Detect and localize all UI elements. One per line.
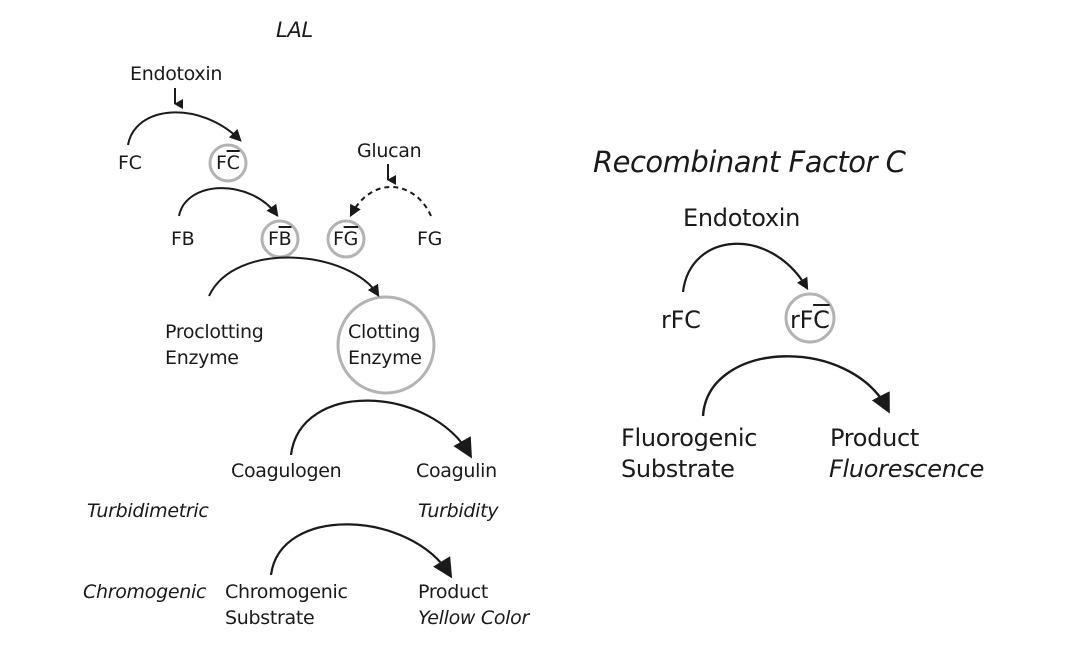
fc-active-label: FC xyxy=(216,151,240,175)
proclotting-line1: Proclotting xyxy=(165,321,264,343)
fb-label: FB xyxy=(171,228,195,250)
clotting-enzyme-circle xyxy=(336,295,436,395)
clotting-line2: Enzyme xyxy=(348,347,422,369)
chromogenic-substrate-line1: Chromogenic xyxy=(225,581,348,603)
arc-fc-to-fc-active xyxy=(127,111,242,146)
rfc-title: Recombinant Factor C xyxy=(593,145,906,179)
fc-label: FC xyxy=(118,152,142,174)
lal-product-label: Product xyxy=(418,581,489,603)
lal-title: LAL xyxy=(276,18,313,42)
fb-active-prefix: F xyxy=(268,228,279,250)
rfc-active-barred: C xyxy=(813,306,830,334)
fg-active-prefix: F xyxy=(333,228,344,250)
fc-active-barred: C xyxy=(226,152,240,174)
fc-active-prefix: F xyxy=(216,152,227,174)
arc-coagulogen-to-coagulin xyxy=(289,399,472,459)
arc-substrate-to-product xyxy=(701,355,890,417)
proclotting-line2: Enzyme xyxy=(165,347,239,369)
fluorogenic-substrate-line1: Fluorogenic xyxy=(621,424,758,452)
fb-active-label: FB xyxy=(268,227,292,251)
lal-endotoxin-label: Endotoxin xyxy=(130,63,223,85)
rfc-active-circle xyxy=(784,292,836,344)
arc-proclotting-to-clotting xyxy=(208,256,380,298)
fluorogenic-substrate-line2: Substrate xyxy=(621,455,735,483)
clotting-line1: Clotting xyxy=(348,321,421,343)
fb-active-barred: B xyxy=(278,228,292,250)
arc-chromogenic-to-product xyxy=(269,523,453,579)
rfc-endotoxin-label: Endotoxin xyxy=(683,204,801,232)
fc-active-circle xyxy=(208,143,248,183)
yellow-color-label: Yellow Color xyxy=(418,607,529,629)
chromogenic-substrate-line2: Substrate xyxy=(225,607,315,629)
fg-label: FG xyxy=(417,228,443,250)
arc-fg-to-fg-active xyxy=(349,186,432,218)
coagulogen-label: Coagulogen xyxy=(231,460,342,482)
coagulin-label: Coagulin xyxy=(416,460,497,482)
arc-rfc-to-rfc-active xyxy=(681,242,809,293)
fluorescence-label: Fluorescence xyxy=(829,455,985,483)
rfc-label: rFC xyxy=(661,306,701,334)
turbidity-label: Turbidity xyxy=(418,500,499,522)
fg-active-barred: G xyxy=(343,228,359,250)
rfc-active-prefix: rF xyxy=(790,306,814,334)
fg-active-circle xyxy=(326,219,366,259)
rfc-product-label: Product xyxy=(830,424,920,452)
rfc-active-label: rFC xyxy=(790,305,830,335)
glucan-label: Glucan xyxy=(357,140,422,162)
turbidimetric-label: Turbidimetric xyxy=(87,500,209,522)
fg-active-label: FG xyxy=(333,227,358,251)
chromogenic-method-label: Chromogenic xyxy=(83,581,207,603)
arc-fb-to-fb-active xyxy=(178,187,279,217)
